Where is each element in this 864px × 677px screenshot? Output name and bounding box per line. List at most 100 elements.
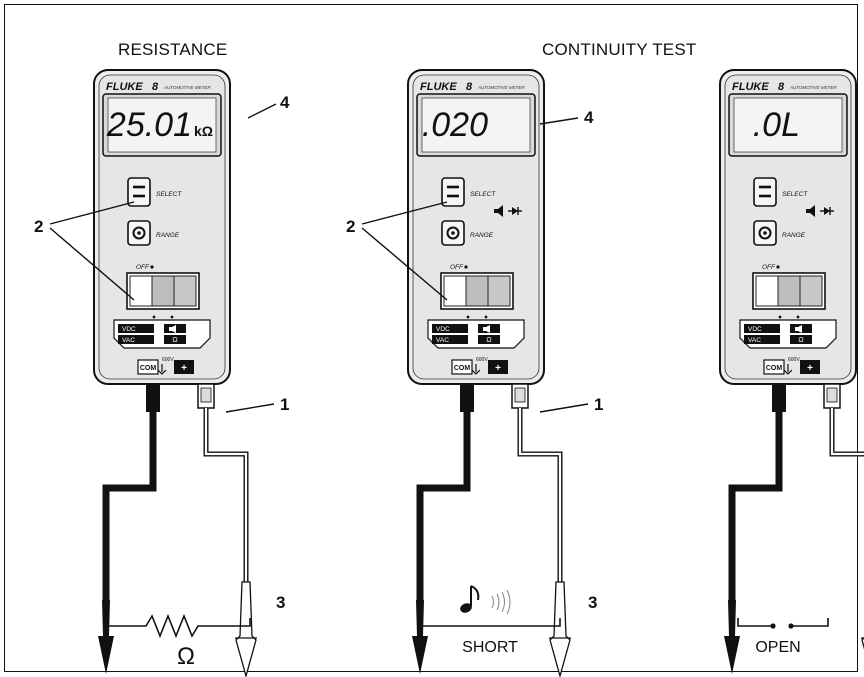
beep-note-icon [460, 585, 511, 615]
open-label: OPEN [755, 639, 800, 656]
resistor [107, 613, 251, 639]
select-button[interactable] [753, 177, 777, 207]
lcd-unit: kΩ [194, 123, 213, 139]
com-jack[interactable] [137, 359, 159, 375]
callout-2-leader [361, 201, 448, 225]
ohm-range-label: Ω [798, 337, 803, 344]
probes: Ω SHORT OPEN [107, 585, 829, 670]
select-label: SELECT [782, 191, 808, 198]
callout-1: 1 [594, 395, 603, 414]
black-test-lead [412, 384, 474, 674]
callout-1-leader [539, 403, 589, 413]
meter-3: FLUKE 8 AUTOMOTIVE METER .0L SELECT RANG… [719, 69, 864, 674]
heading-continuity-test: CONTINUITY TEST [542, 40, 697, 59]
lcd-display [421, 97, 531, 153]
diagram-frame [4, 4, 858, 672]
plus-label: + [807, 363, 813, 374]
callout-1: 1 [280, 395, 289, 414]
plus-jack[interactable] [800, 360, 820, 374]
callout-4: 4 [584, 108, 594, 127]
callout-3: 3 [588, 593, 597, 612]
com-label: COM [140, 365, 157, 372]
vdc-label: VDC [436, 326, 450, 333]
callout-2-leader [49, 201, 135, 225]
lcd-reading: 25.01 [106, 106, 192, 144]
callout-2: 2 [346, 217, 355, 236]
voltage-label: 600V [162, 357, 174, 363]
callout-3: 3 [276, 593, 285, 612]
vdc-label: VDC [122, 326, 136, 333]
meter-subtitle: AUTOMOTIVE METER [163, 85, 211, 90]
brand-logo: FLUKE [420, 81, 457, 93]
open-terminal [770, 623, 776, 629]
heading-resistance: RESISTANCE [118, 40, 228, 59]
com-jack[interactable] [451, 359, 473, 375]
black-test-lead [98, 384, 160, 674]
vac-label: VAC [748, 337, 761, 344]
ohm-symbol-label: Ω [177, 643, 195, 670]
callout-2: 2 [34, 217, 43, 236]
beep-diode-icons [806, 205, 834, 217]
com-jack[interactable] [763, 359, 785, 375]
voltage-label: 600V [788, 357, 800, 363]
range-label: RANGE [156, 232, 180, 239]
beeper-icon [169, 325, 176, 333]
callout-4-leader [247, 103, 277, 119]
model-number: 8 [778, 81, 785, 93]
ohm-range-label: Ω [486, 337, 491, 344]
ohm-range-label: Ω [172, 337, 177, 344]
plus-label: + [495, 363, 501, 374]
model-number: 8 [466, 81, 473, 93]
range-label: RANGE [782, 232, 806, 239]
red-test-lead [823, 383, 864, 650]
meter-subtitle: AUTOMOTIVE METER [477, 85, 525, 90]
black-test-lead [724, 384, 786, 674]
lcd-reading: .0L [753, 106, 800, 144]
voltage-label: 600V [476, 357, 488, 363]
brand-logo: FLUKE [732, 81, 769, 93]
open-terminal [788, 623, 794, 629]
callout-4: 4 [280, 93, 290, 112]
callout-2-leader [49, 227, 135, 301]
brand-logo: FLUKE [106, 81, 143, 93]
off-label: OFF [450, 264, 464, 271]
lcd-reading: .020 [422, 106, 488, 144]
callout-4-leader [539, 117, 579, 125]
beeper-icon [483, 325, 490, 333]
callout-2-leader [361, 227, 448, 301]
vac-label: VAC [436, 337, 449, 344]
open-wire-right [792, 618, 829, 627]
meter-subtitle: AUTOMOTIVE METER [789, 85, 837, 90]
select-label: SELECT [470, 191, 496, 198]
lcd-display [107, 97, 217, 153]
lcd-display [733, 97, 843, 153]
meter-body: FLUKE 8 AUTOMOTIVE METER 25.01 kΩ SELECT… [93, 69, 231, 385]
beep-diode-icons [494, 205, 522, 217]
callout-1-leader [225, 403, 275, 413]
vdc-label: VDC [748, 326, 762, 333]
meter-2: FLUKE 8 AUTOMOTIVE METER .020 SELECT RAN… [407, 69, 571, 677]
com-label: COM [766, 365, 783, 372]
open-wire-left [737, 618, 772, 627]
plus-jack[interactable] [174, 360, 194, 374]
red-test-lead [197, 383, 257, 677]
off-label: OFF [136, 264, 150, 271]
plus-label: + [181, 363, 187, 374]
meter-body: FLUKE 8 AUTOMOTIVE METER .0L SELECT RANG… [719, 69, 857, 385]
red-test-lead [511, 383, 571, 677]
beeper-icon [795, 325, 802, 333]
off-label: OFF [762, 264, 776, 271]
select-button[interactable] [441, 177, 465, 207]
short-wire [419, 618, 561, 627]
model-number: 8 [152, 81, 159, 93]
callouts: 4 4 2 2 1 1 3 3 [34, 93, 603, 612]
vac-label: VAC [122, 337, 135, 344]
select-button[interactable] [127, 177, 151, 207]
short-label: SHORT [462, 639, 518, 656]
range-label: RANGE [470, 232, 494, 239]
select-label: SELECT [156, 191, 182, 198]
plus-jack[interactable] [488, 360, 508, 374]
meter-1: FLUKE 8 AUTOMOTIVE METER 25.01 kΩ SELECT… [93, 69, 257, 677]
